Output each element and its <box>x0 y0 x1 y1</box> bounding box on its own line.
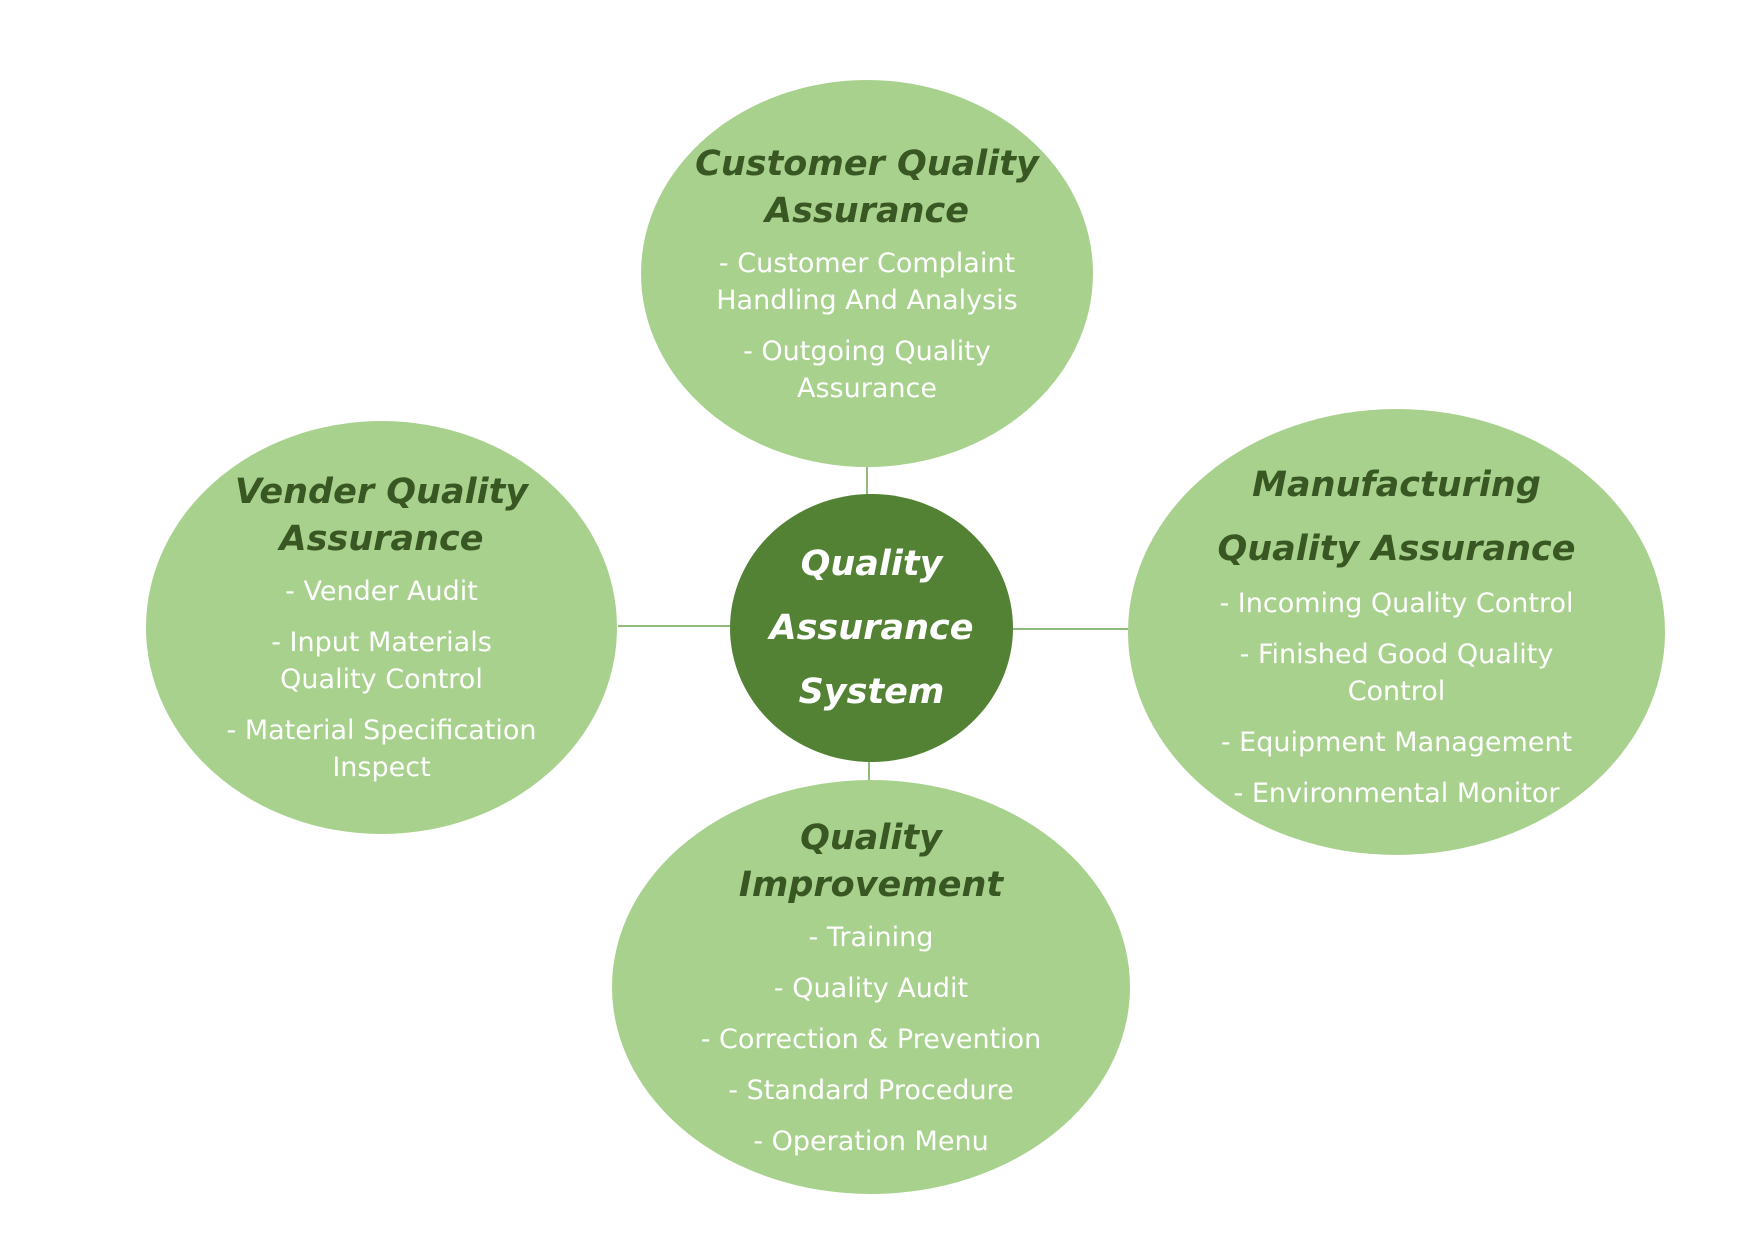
connector-right <box>1012 628 1128 630</box>
list-item: - Customer Complaint Handling And Analys… <box>716 247 1018 316</box>
list-item: - Standard Procedure <box>728 1074 1014 1106</box>
node-customer-quality-assurance: Customer Quality Assurance - Customer Co… <box>641 80 1093 467</box>
list-item: - Operation Menu <box>753 1125 989 1157</box>
list-item: - Vender Audit <box>285 576 478 607</box>
connector-left <box>618 625 730 627</box>
node-item-list: - Vender Audit - Input Materials Quality… <box>227 573 537 786</box>
list-item: - Quality Audit <box>773 972 969 1004</box>
list-item: - Equipment Management <box>1220 726 1573 758</box>
node-title: Customer Quality Assurance <box>695 143 1039 231</box>
connector-bottom <box>868 760 870 784</box>
node-title: Vender Quality Assurance <box>234 472 529 559</box>
node-item-list: - Incoming Quality Control - Finished Go… <box>1219 585 1573 812</box>
list-item: - Incoming Quality Control <box>1219 587 1574 619</box>
node-item-list: - Training - Quality Audit - Correction … <box>701 919 1042 1160</box>
node-vender-quality-assurance: Vender Quality Assurance - Vender Audit … <box>146 421 617 834</box>
node-title: Manufacturing Quality Assurance <box>1217 464 1576 569</box>
list-item: - Finished Good Quality Control <box>1239 638 1554 707</box>
center-title: Quality Assurance System <box>769 544 974 712</box>
list-item: - Material Specification Inspect <box>226 715 537 783</box>
list-item: - Environmental Monitor <box>1233 777 1560 809</box>
node-title: Quality Improvement <box>738 817 1004 905</box>
list-item: - Input Materials Quality Control <box>271 627 492 695</box>
connector-top <box>866 465 868 495</box>
node-item-list: - Customer Complaint Handling And Analys… <box>716 245 1017 407</box>
node-quality-improvement: Quality Improvement - Training - Quality… <box>612 780 1130 1194</box>
list-item: - Correction & Prevention <box>700 1023 1042 1055</box>
node-quality-assurance-system: Quality Assurance System <box>730 494 1013 762</box>
node-manufacturing-quality-assurance: Manufacturing Quality Assurance - Incomi… <box>1128 409 1665 855</box>
list-item: - Outgoing Quality Assurance <box>743 335 991 404</box>
list-item: - Training <box>808 921 934 953</box>
